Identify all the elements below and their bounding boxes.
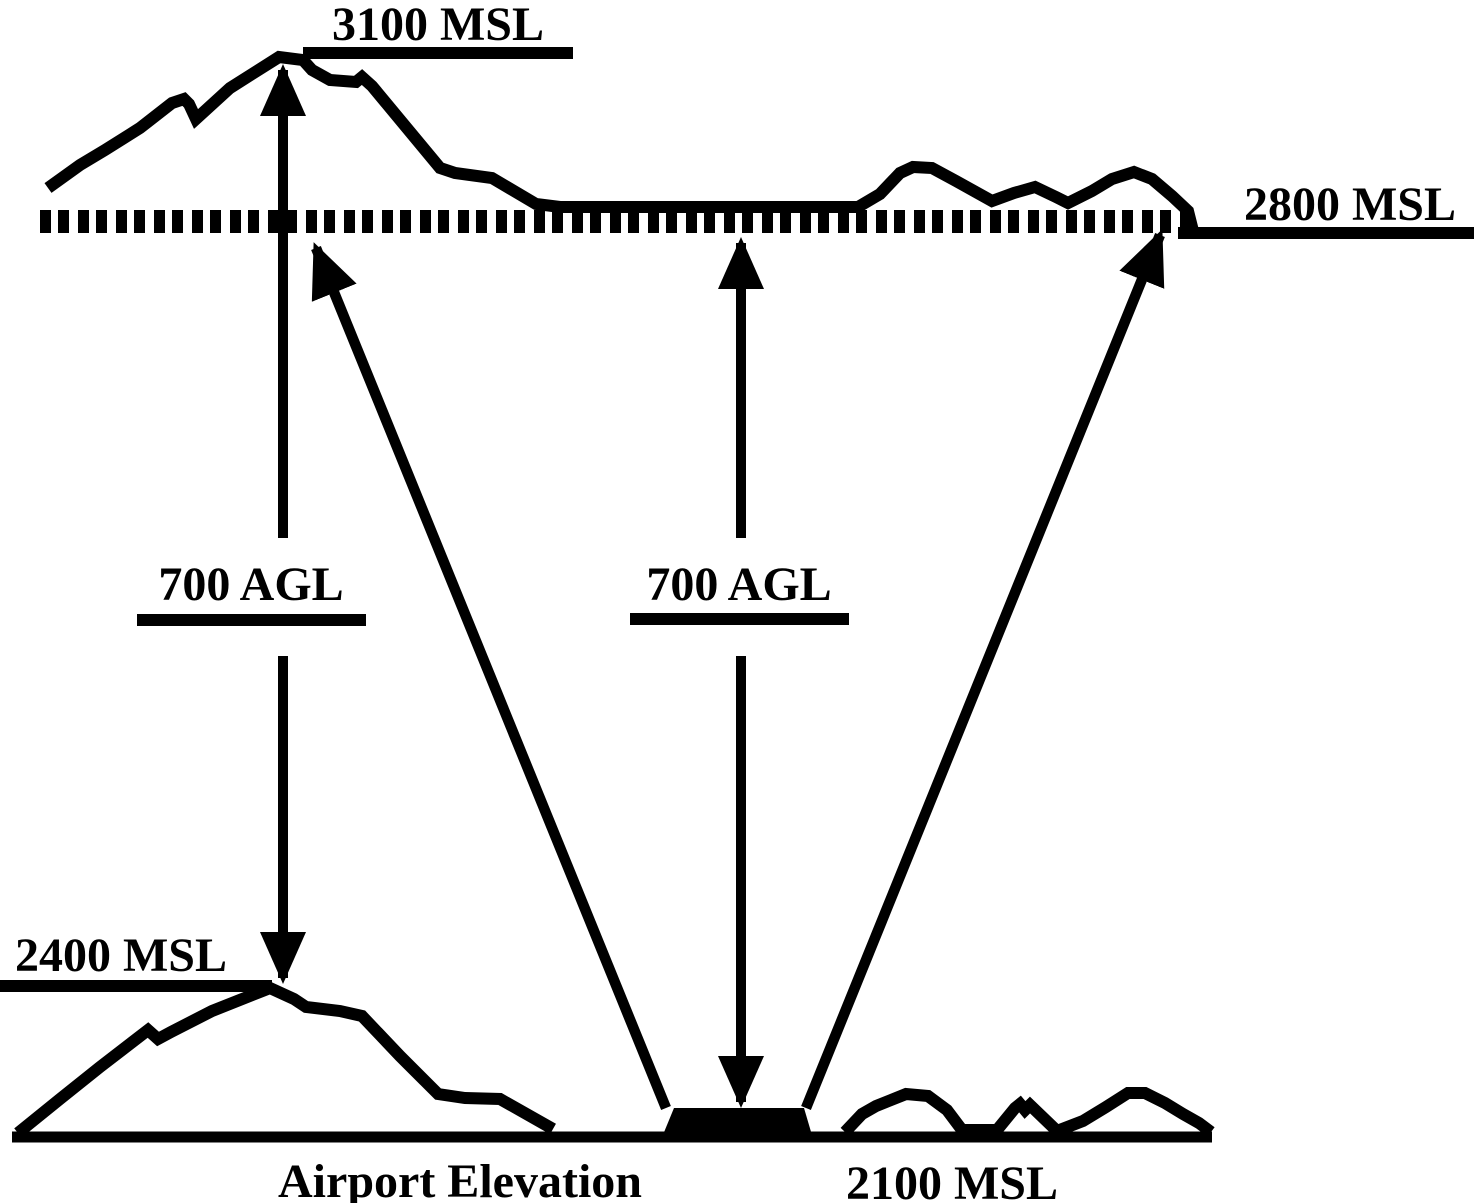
right-slant-arrow	[801, 229, 1165, 1110]
right-terrain-bumps	[840, 1087, 1215, 1138]
label-2100-msl: 2100 MSL	[846, 1157, 1058, 1203]
label-700-agl-left: 700 AGL	[158, 558, 343, 611]
label-airport-elevation: Airport Elevation	[278, 1155, 642, 1203]
runway	[660, 1108, 814, 1142]
label-2400-msl: 2400 MSL	[15, 929, 227, 982]
left-slant-arrow	[311, 242, 671, 1110]
center-agl-underline	[630, 613, 849, 625]
left-agl-label-mask	[130, 538, 375, 656]
mountain-terrain-profile	[44, 50, 1199, 233]
label-2800-msl: 2800 MSL	[1244, 178, 1456, 231]
label-700-agl-center: 700 AGL	[646, 558, 831, 611]
hill-terrain-profile	[14, 981, 556, 1138]
center-agl-label-mask	[622, 538, 856, 656]
left-agl-underline	[137, 614, 366, 626]
label-3100-msl: 3100 MSL	[332, 0, 544, 51]
